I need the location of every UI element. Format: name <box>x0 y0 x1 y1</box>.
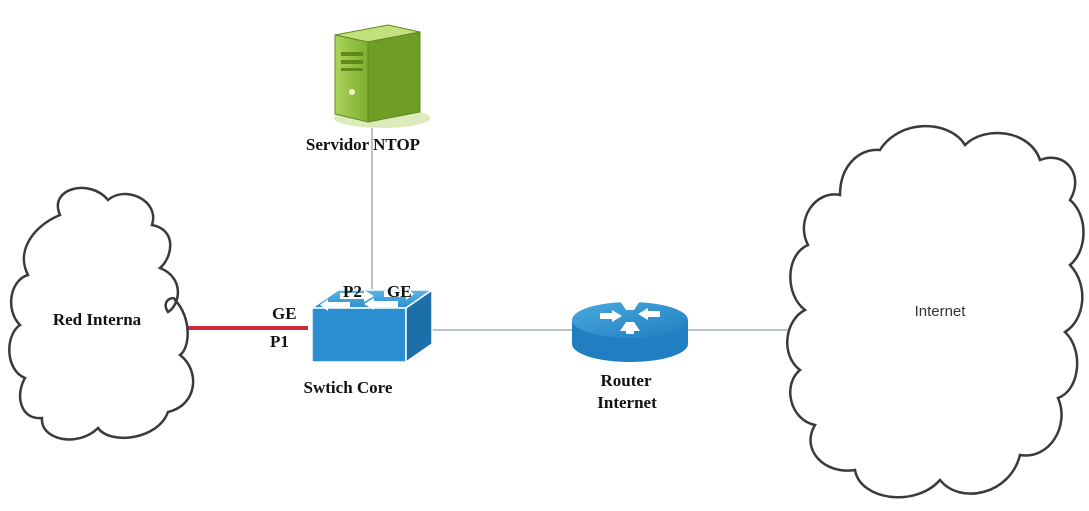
server-tower-icon <box>334 24 430 128</box>
server-label: Servidor NTOP <box>306 135 420 154</box>
internet-cloud-icon <box>786 124 1085 499</box>
lan-cloud-icon <box>8 186 195 441</box>
port-p1-type: GE <box>272 304 297 323</box>
port-p1: P1 <box>270 332 289 351</box>
lan-cloud-label: Red Interna <box>53 310 142 329</box>
router-label-line1: Router <box>601 371 652 390</box>
port-p2-type: GE <box>387 282 412 301</box>
internet-cloud-label: Internet <box>915 303 967 320</box>
switch-icon <box>309 288 435 364</box>
router-label-line2: Internet <box>597 393 657 412</box>
port-p2: P2 <box>343 282 362 301</box>
switch-label: Swtich Core <box>304 378 393 397</box>
router-icon <box>572 298 688 362</box>
